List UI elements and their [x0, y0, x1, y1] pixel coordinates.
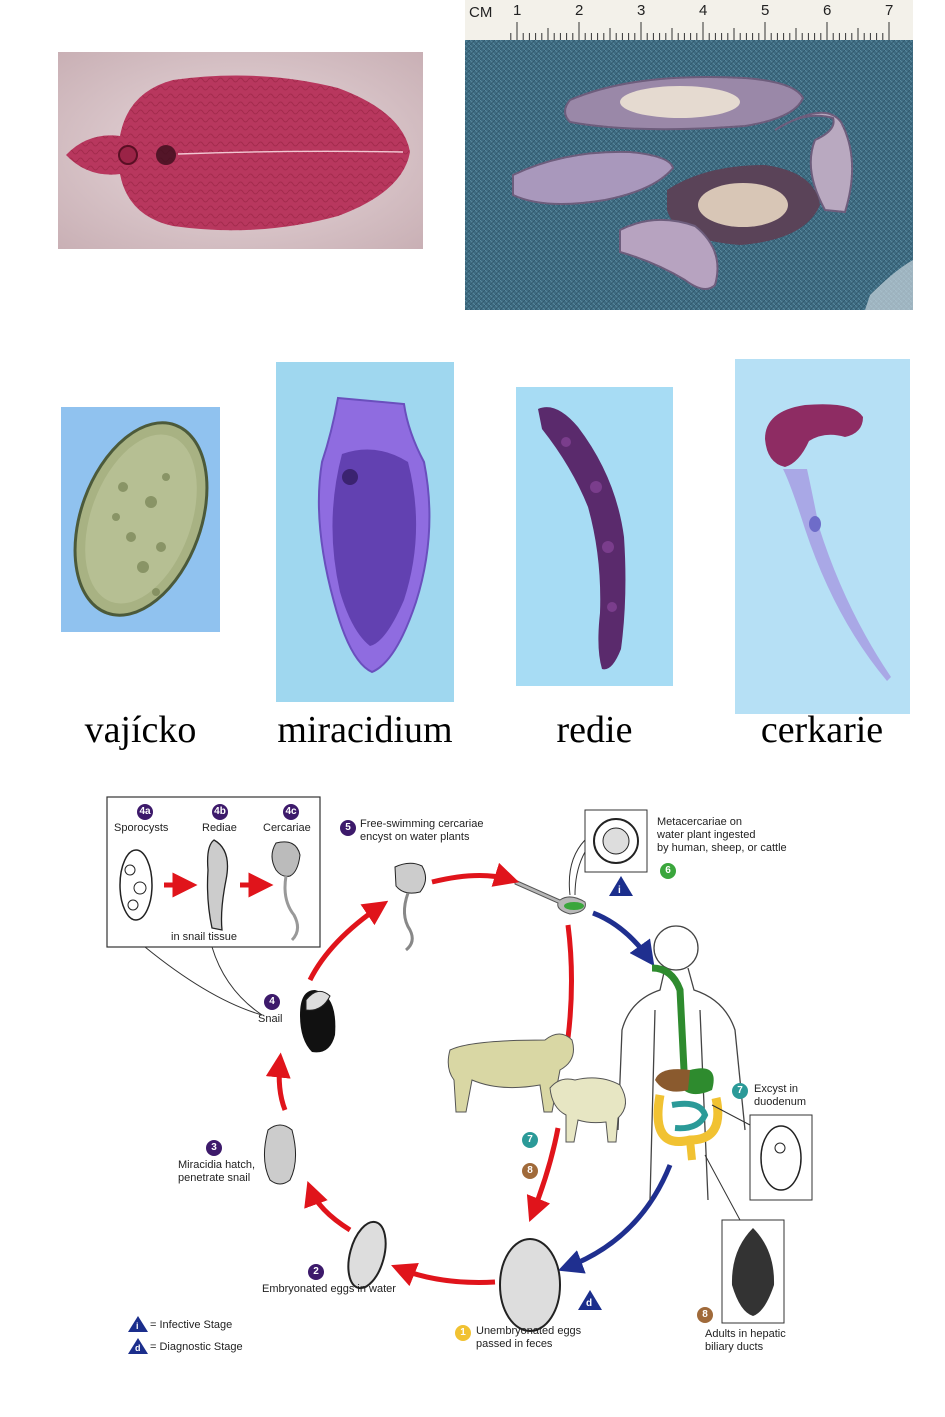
badge-step-3: 3 — [206, 1140, 222, 1156]
cow-icon — [447, 1033, 574, 1113]
label-step-2: Embryonated eggs in water — [262, 1283, 396, 1295]
infective-marker-icon — [609, 876, 633, 896]
ruler-tick-label: 5 — [761, 2, 770, 19]
badge-step-2: 2 — [308, 1264, 324, 1280]
egg-icon — [61, 407, 220, 632]
embryonated-egg-sketch — [347, 1220, 387, 1290]
label-rediae: Rediae — [202, 822, 237, 834]
badge-step-1: 1 — [455, 1325, 471, 1341]
badge-4a: 4a — [137, 804, 153, 820]
adult-flukes-specimens-photo: CM 1 2 3 4 5 6 7 — [465, 0, 913, 310]
stage-label-miracidium: miracidium — [277, 709, 453, 751]
ruler-tick-label: 3 — [637, 2, 646, 19]
redia-micrograph — [516, 387, 673, 686]
liver-fluke-specimens-icon — [465, 0, 913, 310]
badge-step-8: 8 — [697, 1307, 713, 1323]
diagnostic-marker-icon — [578, 1290, 602, 1310]
cercaria-icon — [735, 359, 910, 714]
badge-step-5: 5 — [340, 820, 356, 836]
label-step-4: Snail — [258, 1013, 283, 1025]
badge-animal-7: 7 — [522, 1132, 538, 1148]
infective-marker-text: i — [618, 885, 621, 896]
stained-liver-fluke-icon — [58, 52, 423, 249]
legend-diagnostic-icon — [128, 1338, 148, 1354]
human-outline-icon — [617, 925, 746, 1201]
ruler-tick-label: 4 — [699, 2, 708, 19]
label-sporocysts: Sporocysts — [114, 822, 169, 834]
redia-icon — [516, 387, 673, 686]
badge-4b: 4b — [212, 804, 228, 820]
stage-label-cercaria: cerkarie — [760, 709, 884, 751]
badge-step-6: 6 — [660, 863, 676, 879]
miracidium-icon — [276, 362, 454, 702]
ruler-unit-label: CM — [469, 4, 493, 21]
badge-step-7: 7 — [732, 1083, 748, 1099]
ruler-tick-label: 2 — [575, 2, 584, 19]
adult-fluke-stained-photo — [58, 52, 423, 249]
badge-step-4: 4 — [264, 994, 280, 1010]
miracidium-micrograph — [276, 362, 454, 702]
cercaria-micrograph — [735, 359, 910, 714]
ruler-tick-labels: 1 2 3 4 5 6 7 — [465, 2, 913, 22]
badge-animal-8: 8 — [522, 1163, 538, 1179]
legend-infective-icon — [128, 1316, 148, 1332]
ruler-tick-label: 6 — [823, 2, 832, 19]
stage-label-redia: redie — [556, 709, 633, 751]
label-in-snail-tissue: in snail tissue — [171, 931, 238, 943]
ruler-tick-label: 1 — [513, 2, 522, 19]
redia-sketch — [206, 839, 229, 931]
unembryonated-egg-sketch — [499, 1238, 561, 1332]
badge-4c: 4c — [283, 804, 299, 820]
free-cercaria-sketch — [394, 862, 426, 894]
label-step-3: Miracidia hatch,penetrate snail — [178, 1159, 256, 1184]
sporocyst-sketch — [119, 849, 153, 921]
miracidium-sketch — [264, 1124, 296, 1185]
stage-label-egg: vajícko — [84, 709, 197, 751]
sheep-icon — [549, 1077, 626, 1143]
label-cercariae: Cercariae — [263, 822, 311, 834]
diagnostic-marker-text: d — [586, 1298, 593, 1309]
cercaria-sketch — [271, 841, 301, 877]
egg-micrograph — [61, 407, 220, 632]
ruler-tick-label: 7 — [885, 2, 894, 19]
